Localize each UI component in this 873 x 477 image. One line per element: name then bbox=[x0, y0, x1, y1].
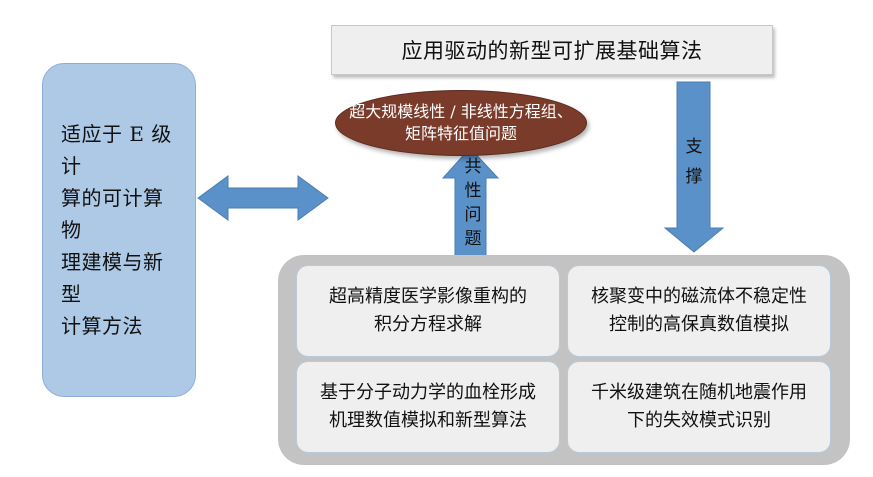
card-line-1: 基于分子动力学的血栓形成 bbox=[320, 382, 536, 403]
application-card-earthquake: 千米级建筑在随机地震作用 下的失效模式识别 bbox=[567, 361, 831, 453]
card-line-1: 超高精度医学影像重构的 bbox=[329, 286, 527, 307]
ellipse-line-2: 矩阵特征值问题 bbox=[404, 124, 517, 143]
card-line-2: 控制的高保真数值模拟 bbox=[609, 314, 789, 335]
left-method-box: 适应于 E 级计 算的可计算物 理建模与新型 计算方法 bbox=[42, 63, 196, 397]
common-label-char: 共 bbox=[464, 157, 482, 177]
common-label-char: 题 bbox=[464, 229, 482, 249]
common-problem-label: 共 性 问 题 bbox=[463, 155, 483, 251]
card-line-2: 下的失效模式识别 bbox=[627, 410, 771, 431]
common-label-char: 性 bbox=[464, 181, 482, 201]
bidirectional-arrow bbox=[197, 175, 329, 221]
core-problem-ellipse: 超大规模线性 / 非线性方程组、 矩阵特征值问题 bbox=[335, 90, 587, 156]
common-label-char: 问 bbox=[464, 205, 482, 225]
application-card-fusion-mhd: 核聚变中的磁流体不稳定性 控制的高保真数值模拟 bbox=[567, 265, 831, 357]
support-label-char: 撑 bbox=[685, 167, 703, 187]
support-label: 支 撑 bbox=[684, 135, 704, 195]
application-card-medical-imaging: 超高精度医学影像重构的 积分方程求解 bbox=[296, 265, 560, 357]
card-line-1: 核聚变中的磁流体不稳定性 bbox=[591, 286, 807, 307]
top-title-bar: 应用驱动的新型可扩展基础算法 bbox=[331, 25, 773, 75]
ellipse-line-1: 超大规模线性 / 非线性方程组、 bbox=[349, 102, 573, 121]
card-line-2: 积分方程求解 bbox=[374, 314, 482, 335]
card-line-1: 千米级建筑在随机地震作用 bbox=[591, 382, 807, 403]
left-method-text: 适应于 E 级计 算的可计算物 理建模与新型 计算方法 bbox=[61, 122, 172, 338]
support-label-char: 支 bbox=[685, 137, 703, 157]
down-arrow bbox=[663, 81, 725, 253]
application-card-thrombosis: 基于分子动力学的血栓形成 机理数值模拟和新型算法 bbox=[296, 361, 560, 453]
card-line-2: 机理数值模拟和新型算法 bbox=[329, 410, 527, 431]
